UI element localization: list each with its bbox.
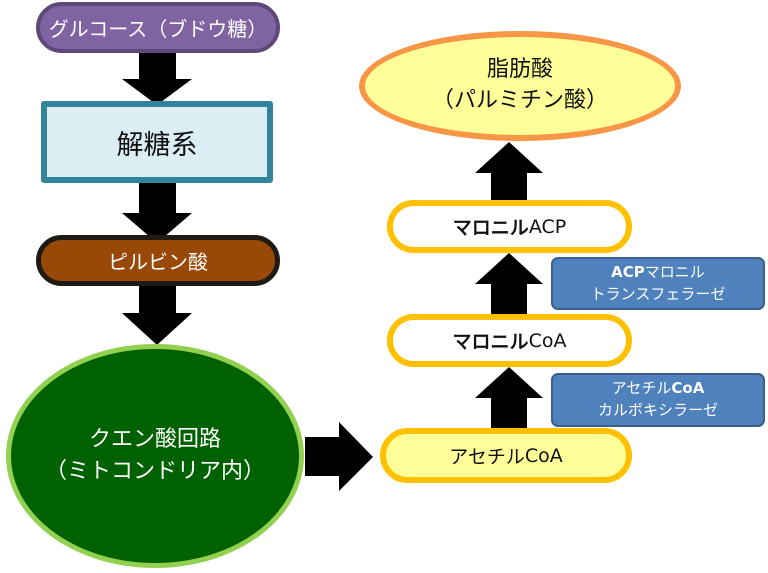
malonyl-coa-label-jp: マロニル — [452, 331, 529, 353]
glucose-label: グルコース（ブドウ糖） — [48, 17, 268, 41]
arrow-glycolysis-to-pyruvate — [122, 183, 192, 243]
node-fatty-acid: 脂肪酸 （パルミチン酸） — [359, 31, 681, 141]
arrow-tca-to-acetyl-coa — [305, 422, 373, 491]
enzyme-acc-line1-en: CoA — [671, 379, 705, 398]
enzyme-acp-malonyl-transferase: ACPマロニル トランスフェラーゼ — [551, 257, 765, 310]
arrow-malonyl-coa-to-malonyl-acp — [475, 253, 543, 314]
tca-label-line2: （ミトコンドリア内） — [44, 459, 265, 484]
enzyme-acetyl-coa-carboxylase: アセチルCoA カルボキシラーゼ — [551, 373, 765, 427]
enzyme-acc-line2: カルボキシラーゼ — [597, 401, 718, 419]
fatty-acid-label-line2: （パルミチン酸） — [431, 88, 608, 113]
acetyl-coa-label-en: CoA — [524, 444, 563, 467]
enzyme-acc-line1-jp: アセチル — [611, 379, 672, 398]
arrow-acetyl-coa-to-malonyl-coa — [475, 367, 543, 428]
malonyl-acp-label-en: ACP — [528, 215, 567, 238]
enzyme-acp-line1: ACPマロニル — [611, 262, 705, 284]
enzyme-acc-line1: アセチルCoA — [612, 378, 705, 400]
tca-label-line1: クエン酸回路 — [88, 427, 221, 453]
arrow-pyruvate-to-tca — [122, 286, 192, 345]
pyruvate-label: ピルビン酸 — [108, 250, 208, 274]
malonyl-acp-label-jp: マロニル — [452, 217, 529, 239]
enzyme-acp-line2: トランスフェラーゼ — [590, 284, 726, 303]
enzyme-acp-line1-en: ACP — [611, 262, 645, 281]
enzyme-acp-line1-jp: マロニル — [644, 262, 705, 281]
node-glycolysis: 解糖系 — [41, 101, 273, 183]
arrow-malonyl-acp-to-fatty-acid — [475, 142, 543, 201]
arrow-glucose-to-glycolysis — [122, 53, 192, 105]
glycolysis-label: 解糖系 — [116, 129, 198, 161]
node-pyruvate: ピルビン酸 — [36, 235, 280, 286]
fatty-acid-label-line1: 脂肪酸 — [486, 57, 553, 83]
malonyl-coa-label-en: CoA — [528, 329, 567, 352]
node-glucose: グルコース（ブドウ糖） — [36, 2, 280, 53]
acetyl-coa-label-jp: アセチル — [449, 446, 525, 468]
node-tca-cycle: クエン酸回路 （ミトコンドリア内） — [6, 344, 304, 568]
